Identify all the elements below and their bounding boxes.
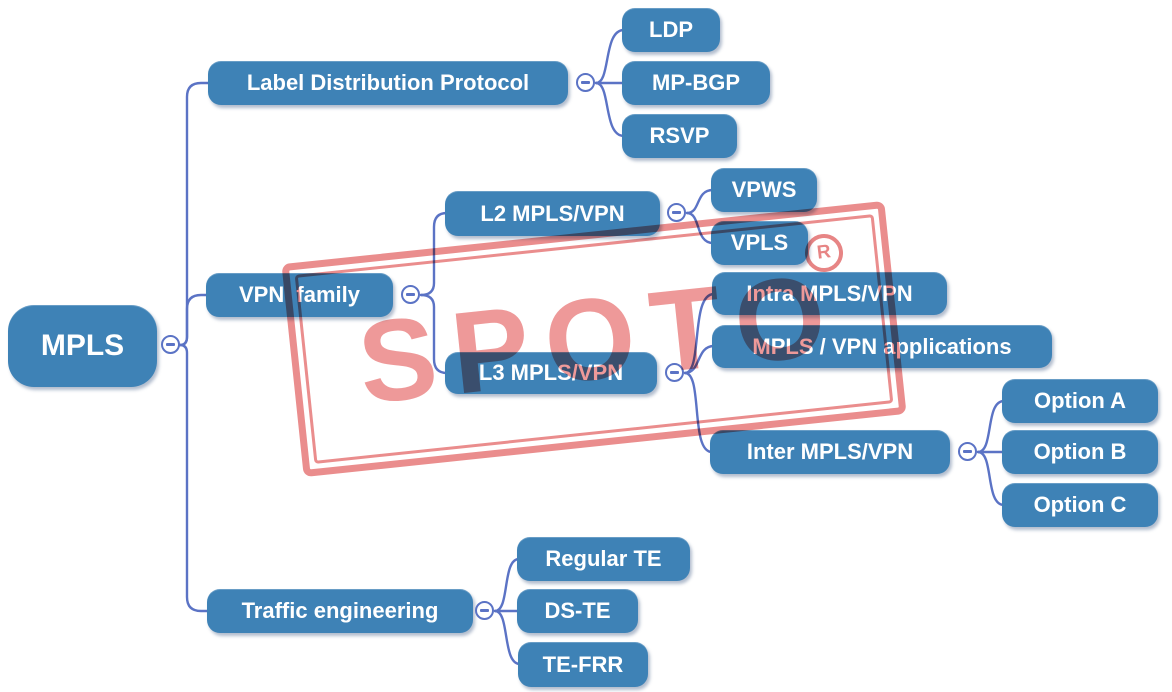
node-ds-te[interactable]: DS-TE: [517, 589, 638, 633]
node-label-distribution-protocol[interactable]: Label Distribution Protocol: [208, 61, 568, 105]
collapse-button-mpls[interactable]: [161, 335, 180, 354]
node-mp-bgp[interactable]: MP-BGP: [622, 61, 770, 105]
node-option-c[interactable]: Option C: [1002, 483, 1158, 527]
connector-mpls-to-vpn-family: [178, 293, 208, 347]
node-l3-mpls-vpn[interactable]: L3 MPLS/VPN: [445, 352, 657, 394]
minus-icon: [581, 81, 590, 84]
connector-label-to-rsvp: [594, 81, 626, 138]
minus-icon: [672, 211, 681, 214]
node-option-a[interactable]: Option A: [1002, 379, 1158, 423]
minus-icon: [480, 609, 489, 612]
collapse-button-inter-mpls-vpn[interactable]: [958, 442, 977, 461]
connector-l3-to-inter-mpls-vpn: [683, 371, 714, 454]
collapse-button-label-distribution-protocol[interactable]: [576, 73, 595, 92]
collapse-button-l2-mpls-vpn[interactable]: [667, 203, 686, 222]
node-te-frr[interactable]: TE-FRR: [518, 642, 648, 687]
connector-l2-to-vpls: [685, 211, 715, 245]
connector-traffic-to-regular-te: [493, 557, 521, 613]
node-rsvp[interactable]: RSVP: [622, 114, 737, 158]
connector-traffic-to-te-frr: [493, 609, 522, 666]
node-ldp[interactable]: LDP: [622, 8, 720, 52]
connector-l2-to-vpws: [685, 188, 715, 215]
minus-icon: [166, 343, 175, 346]
connector-mpls-to-traffic-engineering: [178, 343, 210, 613]
node-vpls[interactable]: VPLS: [711, 221, 808, 265]
node-option-b[interactable]: Option B: [1002, 430, 1158, 474]
node-intra-mpls-vpn[interactable]: Intra MPLS/VPN: [712, 272, 947, 315]
connector-l3-to-intra-mpls-vpn: [683, 292, 716, 375]
connector-l3-to-mpls-vpn-applications: [683, 344, 716, 375]
minus-icon: [406, 293, 415, 296]
node-l2-mpls-vpn[interactable]: L2 MPLS/VPN: [445, 191, 660, 236]
node-mpls-vpn-applications[interactable]: MPLS / VPN applications: [712, 325, 1052, 368]
connector-inter-to-option-c: [976, 450, 1006, 507]
node-inter-mpls-vpn[interactable]: Inter MPLS/VPN: [710, 430, 950, 474]
connector-vpn-to-l2-mpls-vpn: [419, 211, 449, 297]
node-regular-te[interactable]: Regular TE: [517, 537, 690, 581]
connector-inter-to-option-a: [976, 399, 1006, 454]
connector-vpn-to-l3-mpls-vpn: [419, 293, 449, 375]
collapse-button-traffic-engineering[interactable]: [475, 601, 494, 620]
minus-icon: [963, 450, 972, 453]
connector-label-to-ldp: [594, 28, 626, 85]
node-traffic-engineering[interactable]: Traffic engineering: [207, 589, 473, 633]
node-vpn-family[interactable]: VPN family: [206, 273, 393, 317]
collapse-button-vpn-family[interactable]: [401, 285, 420, 304]
collapse-button-l3-mpls-vpn[interactable]: [665, 363, 684, 382]
minus-icon: [670, 371, 679, 374]
node-mpls[interactable]: MPLS: [8, 305, 157, 387]
node-vpws[interactable]: VPWS: [711, 168, 817, 212]
connector-mpls-to-label-distribution-protocol: [178, 81, 210, 347]
